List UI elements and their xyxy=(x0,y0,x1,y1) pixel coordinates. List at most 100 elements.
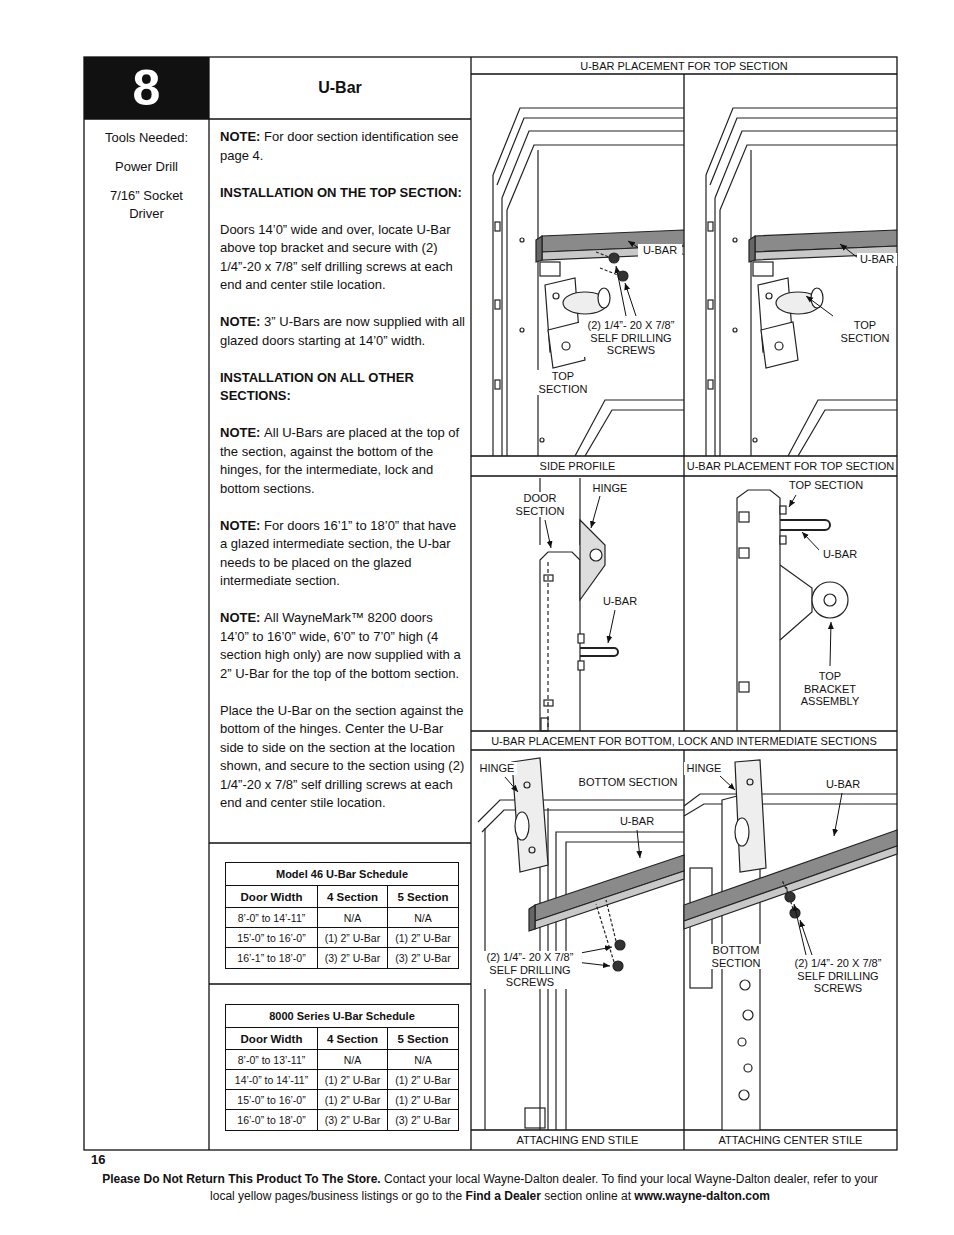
footer-text: Find a Dealer xyxy=(466,1189,541,1203)
table-cell: 4 Section xyxy=(318,886,388,908)
callout-label: TOP SECTION xyxy=(533,370,593,395)
separator-line xyxy=(209,842,471,843)
table-cell: 4 Section xyxy=(318,1028,388,1050)
callout-label: U-BAR xyxy=(857,253,897,266)
callout-label: HINGE xyxy=(684,762,724,775)
paragraph: NOTE:For doors 16’1” to 18’0” that have … xyxy=(220,517,465,591)
tools-list: Tools Needed: Power Drill 7/16” Socket Dri… xyxy=(84,119,209,234)
schedule-table: Model 46 U-Bar ScheduleDoor Width4 Secti… xyxy=(225,862,459,969)
footer-text: www.wayne-dalton.com xyxy=(634,1189,770,1203)
bold-text: INSTALLATION ON ALL OTHER SECTIONS: xyxy=(220,370,414,404)
paragraph: NOTE:3” U-Bars are now supplied with all… xyxy=(220,313,465,350)
paragraph: Doors 14’0” wide and over, locate U-Bar … xyxy=(220,221,465,295)
paragraph: NOTE:For door section identification see… xyxy=(220,128,465,165)
callout-label: TOP SECTION xyxy=(835,319,895,344)
header-cell: U-Bar xyxy=(209,57,471,119)
separator-line xyxy=(209,983,471,984)
bold-text: NOTE: xyxy=(220,610,260,625)
table-cell: (1) 2” U-Bar xyxy=(388,928,458,948)
callout-label: U-BAR xyxy=(599,595,641,608)
paragraph: INSTALLATION ON THE TOP SECTION: xyxy=(220,184,465,203)
table-cell: 5 Section xyxy=(388,886,458,908)
bold-text: NOTE: xyxy=(220,314,260,329)
bold-text: NOTE: xyxy=(220,129,260,144)
callout-label: TOP BRACKET ASSEMBLY xyxy=(797,670,863,708)
table-cell: 16’-0” to 18’-0” xyxy=(226,1110,318,1130)
panel-caption: SIDE PROFILE xyxy=(471,456,684,476)
callout-label: U-BAR xyxy=(616,815,658,828)
bold-text: NOTE: xyxy=(220,518,260,533)
paragraph: NOTE:All WayneMark™ 8200 doors 14’0” to … xyxy=(220,609,465,683)
panel-caption: U-BAR PLACEMENT FOR TOP SECTION xyxy=(684,456,897,476)
table-cell: Door Width xyxy=(226,886,318,908)
page-number: 16 xyxy=(91,1152,105,1167)
caption-text: U-BAR PLACEMENT FOR BOTTOM, LOCK AND INT… xyxy=(491,735,877,747)
paragraph: NOTE:All U-Bars are placed at the top of… xyxy=(220,424,465,498)
callout-label: DOOR SECTION xyxy=(511,492,569,517)
table-cell: (1) 2” U-Bar xyxy=(318,928,388,948)
table-cell: 5 Section xyxy=(388,1028,458,1050)
callout-label: HINGE xyxy=(477,762,517,775)
callout-label: (2) 1/4”- 20 X 7/8” SELF DRILLING SCREWS xyxy=(786,957,890,995)
footer-note: Please Do Not Return This Product To The… xyxy=(100,1171,880,1205)
tool-item: Tools Needed: xyxy=(84,129,209,147)
callout-label: TOP SECTION xyxy=(781,479,871,492)
callout-label: HINGE xyxy=(590,482,630,495)
tool-item: Power Drill xyxy=(84,158,209,176)
table-cell: 15’-0” to 16’-0” xyxy=(226,1090,318,1110)
caption-text: SIDE PROFILE xyxy=(540,460,616,472)
schedule-table: 8000 Series U-Bar ScheduleDoor Width4 Se… xyxy=(225,1004,459,1131)
caption-text: ATTACHING END STILE xyxy=(517,1134,639,1146)
callout-label: U-BAR xyxy=(819,548,861,561)
panel-caption: ATTACHING CENTER STILE xyxy=(684,1130,897,1150)
table-cell: (3) 2” U-Bar xyxy=(318,1110,388,1130)
tool-item: 7/16” Socket Driver xyxy=(102,187,192,223)
callout-label: BOTTOM SECTION xyxy=(706,944,766,969)
table-cell: 8’-0” to 13’-11” xyxy=(226,1050,318,1070)
table-cell: 8’-0” to 14’-11” xyxy=(226,908,318,928)
body-text: Doors 14’0” wide and over, locate U-Bar … xyxy=(220,222,453,293)
table-cell: (1) 2” U-Bar xyxy=(318,1090,388,1110)
table-cell: (3) 2” U-Bar xyxy=(388,948,458,968)
callout-label: BOTTOM SECTION xyxy=(578,776,678,789)
table-title: 8000 Series U-Bar Schedule xyxy=(226,1005,458,1028)
instruction-text: NOTE:For door section identification see… xyxy=(209,119,471,831)
footer-text: Please Do Not Return This Product To The… xyxy=(102,1172,380,1186)
body-text: Place the U-Bar on the section against t… xyxy=(220,703,464,811)
panel-caption: U-BAR PLACEMENT FOR BOTTOM, LOCK AND INT… xyxy=(471,731,897,750)
step-number-text: 8 xyxy=(133,59,161,117)
table-cell: 15’-0” to 16’-0” xyxy=(226,928,318,948)
table-cell: N/A xyxy=(318,908,388,928)
panel-caption: U-BAR PLACEMENT FOR TOP SECTION xyxy=(471,57,897,74)
step-number: 8 xyxy=(84,57,209,119)
table-cell: N/A xyxy=(388,1050,458,1070)
bold-text: NOTE: xyxy=(220,425,260,440)
bold-text: INSTALLATION ON THE TOP SECTION: xyxy=(220,185,462,200)
callout-label: U-BAR xyxy=(822,778,864,791)
table-cell: (1) 2” U-Bar xyxy=(388,1090,458,1110)
table-cell: 14’-0” to 14’-11” xyxy=(226,1070,318,1090)
table-cell: (1) 2” U-Bar xyxy=(388,1070,458,1090)
table-cell: (3) 2” U-Bar xyxy=(318,948,388,968)
section-title: U-Bar xyxy=(318,79,362,97)
table-cell: Door Width xyxy=(226,1028,318,1050)
table-title: Model 46 U-Bar Schedule xyxy=(226,863,458,886)
panel-caption: ATTACHING END STILE xyxy=(471,1130,684,1150)
table-cell: N/A xyxy=(388,908,458,928)
table-cell: 16’-1” to 18’-0” xyxy=(226,948,318,968)
paragraph: Place the U-Bar on the section against t… xyxy=(220,702,465,813)
footer-text: section online at xyxy=(544,1189,631,1203)
paragraph: INSTALLATION ON ALL OTHER SECTIONS: xyxy=(220,369,465,406)
caption-text: U-BAR PLACEMENT FOR TOP SECTION xyxy=(687,460,895,472)
callout-label: U-BAR xyxy=(638,244,682,257)
callout-label: (2) 1/4”- 20 X 7/8” SELF DRILLING SCREWS xyxy=(478,951,582,989)
callout-label: (2) 1/4”- 20 X 7/8” SELF DRILLING SCREWS xyxy=(579,319,683,357)
table-cell: (3) 2” U-Bar xyxy=(388,1110,458,1130)
table-cell: (1) 2” U-Bar xyxy=(318,1070,388,1090)
caption-text: ATTACHING CENTER STILE xyxy=(719,1134,863,1146)
table-cell: N/A xyxy=(318,1050,388,1070)
caption-text: U-BAR PLACEMENT FOR TOP SECTION xyxy=(580,60,788,72)
